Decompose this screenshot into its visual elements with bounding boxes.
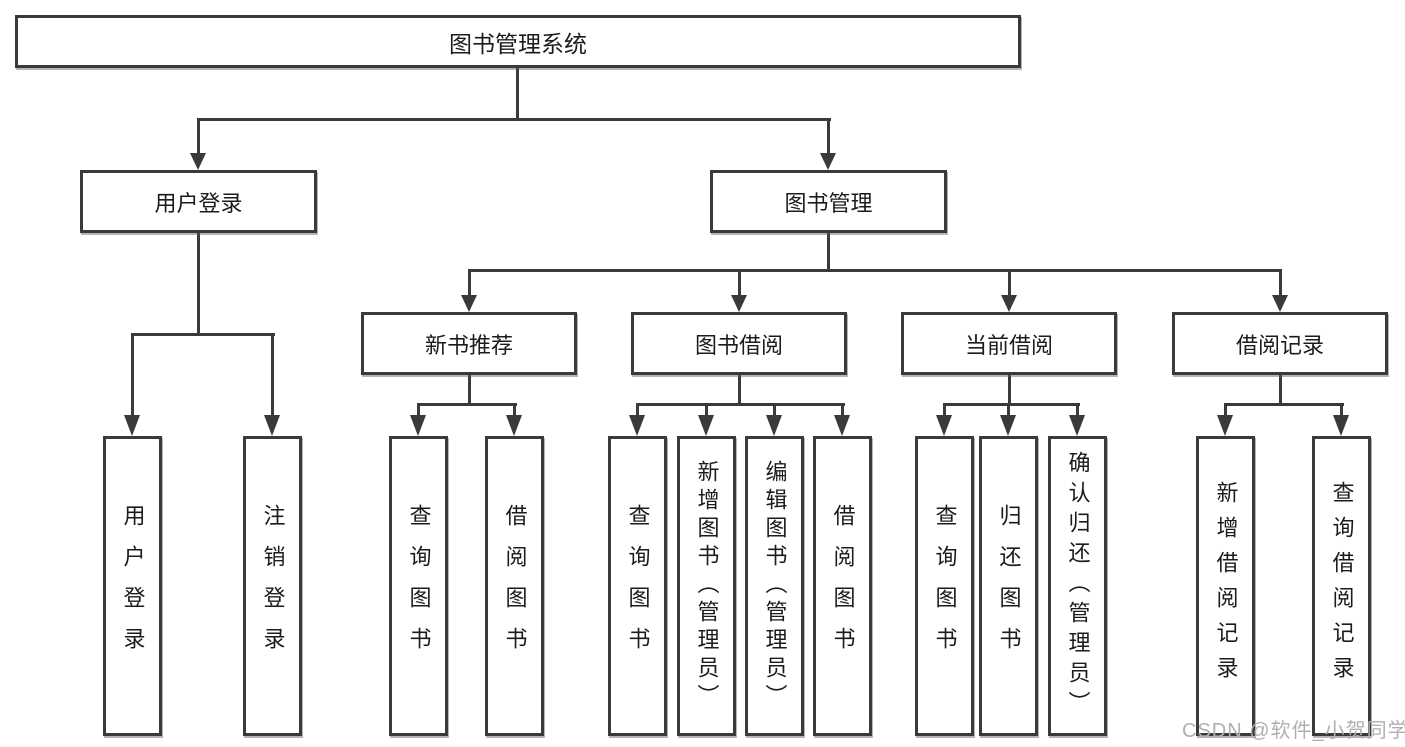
connector-line — [1279, 269, 1282, 299]
node-borrow-records: 借阅记录 — [1172, 312, 1388, 375]
connector-line — [827, 233, 830, 272]
connector-line — [516, 67, 519, 121]
node-label: 新书推荐 — [424, 332, 513, 358]
connector-line — [468, 269, 1282, 272]
connector-line — [131, 333, 275, 336]
arrowhead-icon — [820, 153, 836, 170]
connector-line — [827, 118, 830, 156]
connector-line — [1340, 403, 1343, 421]
arrowhead-icon — [410, 415, 426, 436]
node-add-borrow-record: 新增借阅记录 — [1196, 436, 1255, 736]
connector-line — [1008, 269, 1011, 299]
node-label: 查询图书 — [932, 504, 958, 668]
node-leaf-logout: 注销登录 — [243, 436, 302, 736]
connector-line — [197, 233, 200, 336]
connector-line — [705, 403, 708, 421]
connector-line — [1224, 403, 1227, 421]
node-user-login: 用户登录 — [80, 170, 317, 233]
node-label: 借阅图书 — [502, 504, 528, 668]
node-book-management: 图书管理 — [710, 170, 947, 233]
connector-line — [841, 403, 844, 421]
node-root: 图书管理系统 — [15, 15, 1021, 68]
node-query-books-borrow: 查询图书 — [608, 436, 667, 736]
connector-line — [468, 375, 471, 406]
arrowhead-icon — [698, 415, 714, 436]
node-label: 借阅图书 — [830, 504, 856, 668]
arrowhead-icon — [936, 415, 952, 436]
arrowhead-icon — [1333, 415, 1349, 436]
node-label: 用户登录 — [120, 504, 146, 668]
connector-line — [131, 333, 134, 418]
node-query-borrow-record: 查询借阅记录 — [1312, 436, 1371, 736]
connector-line — [197, 118, 831, 121]
connector-line — [417, 403, 517, 406]
connector-line — [468, 269, 471, 299]
node-query-books-current: 查询图书 — [915, 436, 974, 736]
node-borrow-books-borrow: 借阅图书 — [813, 436, 872, 736]
node-label: 新增借阅记录 — [1213, 481, 1239, 691]
connector-line — [738, 375, 741, 406]
node-label: 归还图书 — [996, 504, 1022, 668]
connector-line — [513, 403, 516, 421]
arrowhead-icon — [124, 415, 140, 436]
node-label: 借阅记录 — [1235, 332, 1324, 358]
node-label: 查询借阅记录 — [1329, 481, 1355, 691]
node-label: 图书借阅 — [694, 332, 783, 358]
node-leaf-user-login: 用户登录 — [103, 436, 162, 736]
node-add-book-admin: 新增图书（管理员） — [677, 436, 736, 736]
node-label: 确认归还（管理员） — [1065, 451, 1091, 721]
node-label: 注销登录 — [260, 504, 286, 668]
node-label: 图书管理 — [784, 190, 873, 216]
node-label: 查询图书 — [406, 504, 432, 668]
connector-line — [636, 403, 639, 421]
node-return-book: 归还图书 — [979, 436, 1038, 736]
arrowhead-icon — [190, 153, 206, 170]
arrowhead-icon — [731, 295, 747, 312]
arrowhead-icon — [629, 415, 645, 436]
arrowhead-icon — [1272, 295, 1288, 312]
connector-line — [636, 403, 845, 406]
arrowhead-icon — [1000, 415, 1016, 436]
node-label: 当前借阅 — [964, 332, 1053, 358]
arrowhead-icon — [834, 415, 850, 436]
node-label: 编辑图书（管理员） — [762, 460, 788, 712]
connector-line — [943, 403, 1080, 406]
node-label: 图书管理系统 — [449, 30, 587, 57]
connector-line — [197, 118, 200, 156]
node-label: 新增图书（管理员） — [694, 460, 720, 712]
node-label: 查询图书 — [625, 504, 651, 668]
connector-line — [738, 269, 741, 299]
node-new-book-recommend: 新书推荐 — [361, 312, 577, 375]
node-confirm-return-admin: 确认归还（管理员） — [1048, 436, 1107, 736]
csdn-watermark: CSDN @软件_小贺同学 — [1182, 720, 1405, 742]
connector-line — [1007, 403, 1010, 421]
node-query-books-recommend: 查询图书 — [389, 436, 448, 736]
arrowhead-icon — [766, 415, 782, 436]
arrowhead-icon — [1001, 295, 1017, 312]
connector-line — [943, 403, 946, 421]
connector-line — [271, 333, 274, 418]
connector-line — [1076, 403, 1079, 421]
connector-line — [417, 403, 420, 421]
node-book-borrow: 图书借阅 — [631, 312, 847, 375]
connector-line — [1008, 375, 1011, 406]
node-current-borrow: 当前借阅 — [901, 312, 1117, 375]
arrowhead-icon — [1069, 415, 1085, 436]
connector-line — [773, 403, 776, 421]
node-label: 用户登录 — [154, 190, 243, 216]
arrowhead-icon — [506, 415, 522, 436]
node-edit-book-admin: 编辑图书（管理员） — [745, 436, 804, 736]
arrowhead-icon — [1217, 415, 1233, 436]
node-borrow-books-recommend: 借阅图书 — [485, 436, 544, 736]
arrowhead-icon — [264, 415, 280, 436]
connector-line — [1279, 375, 1282, 406]
arrowhead-icon — [461, 295, 477, 312]
connector-line — [1224, 403, 1344, 406]
